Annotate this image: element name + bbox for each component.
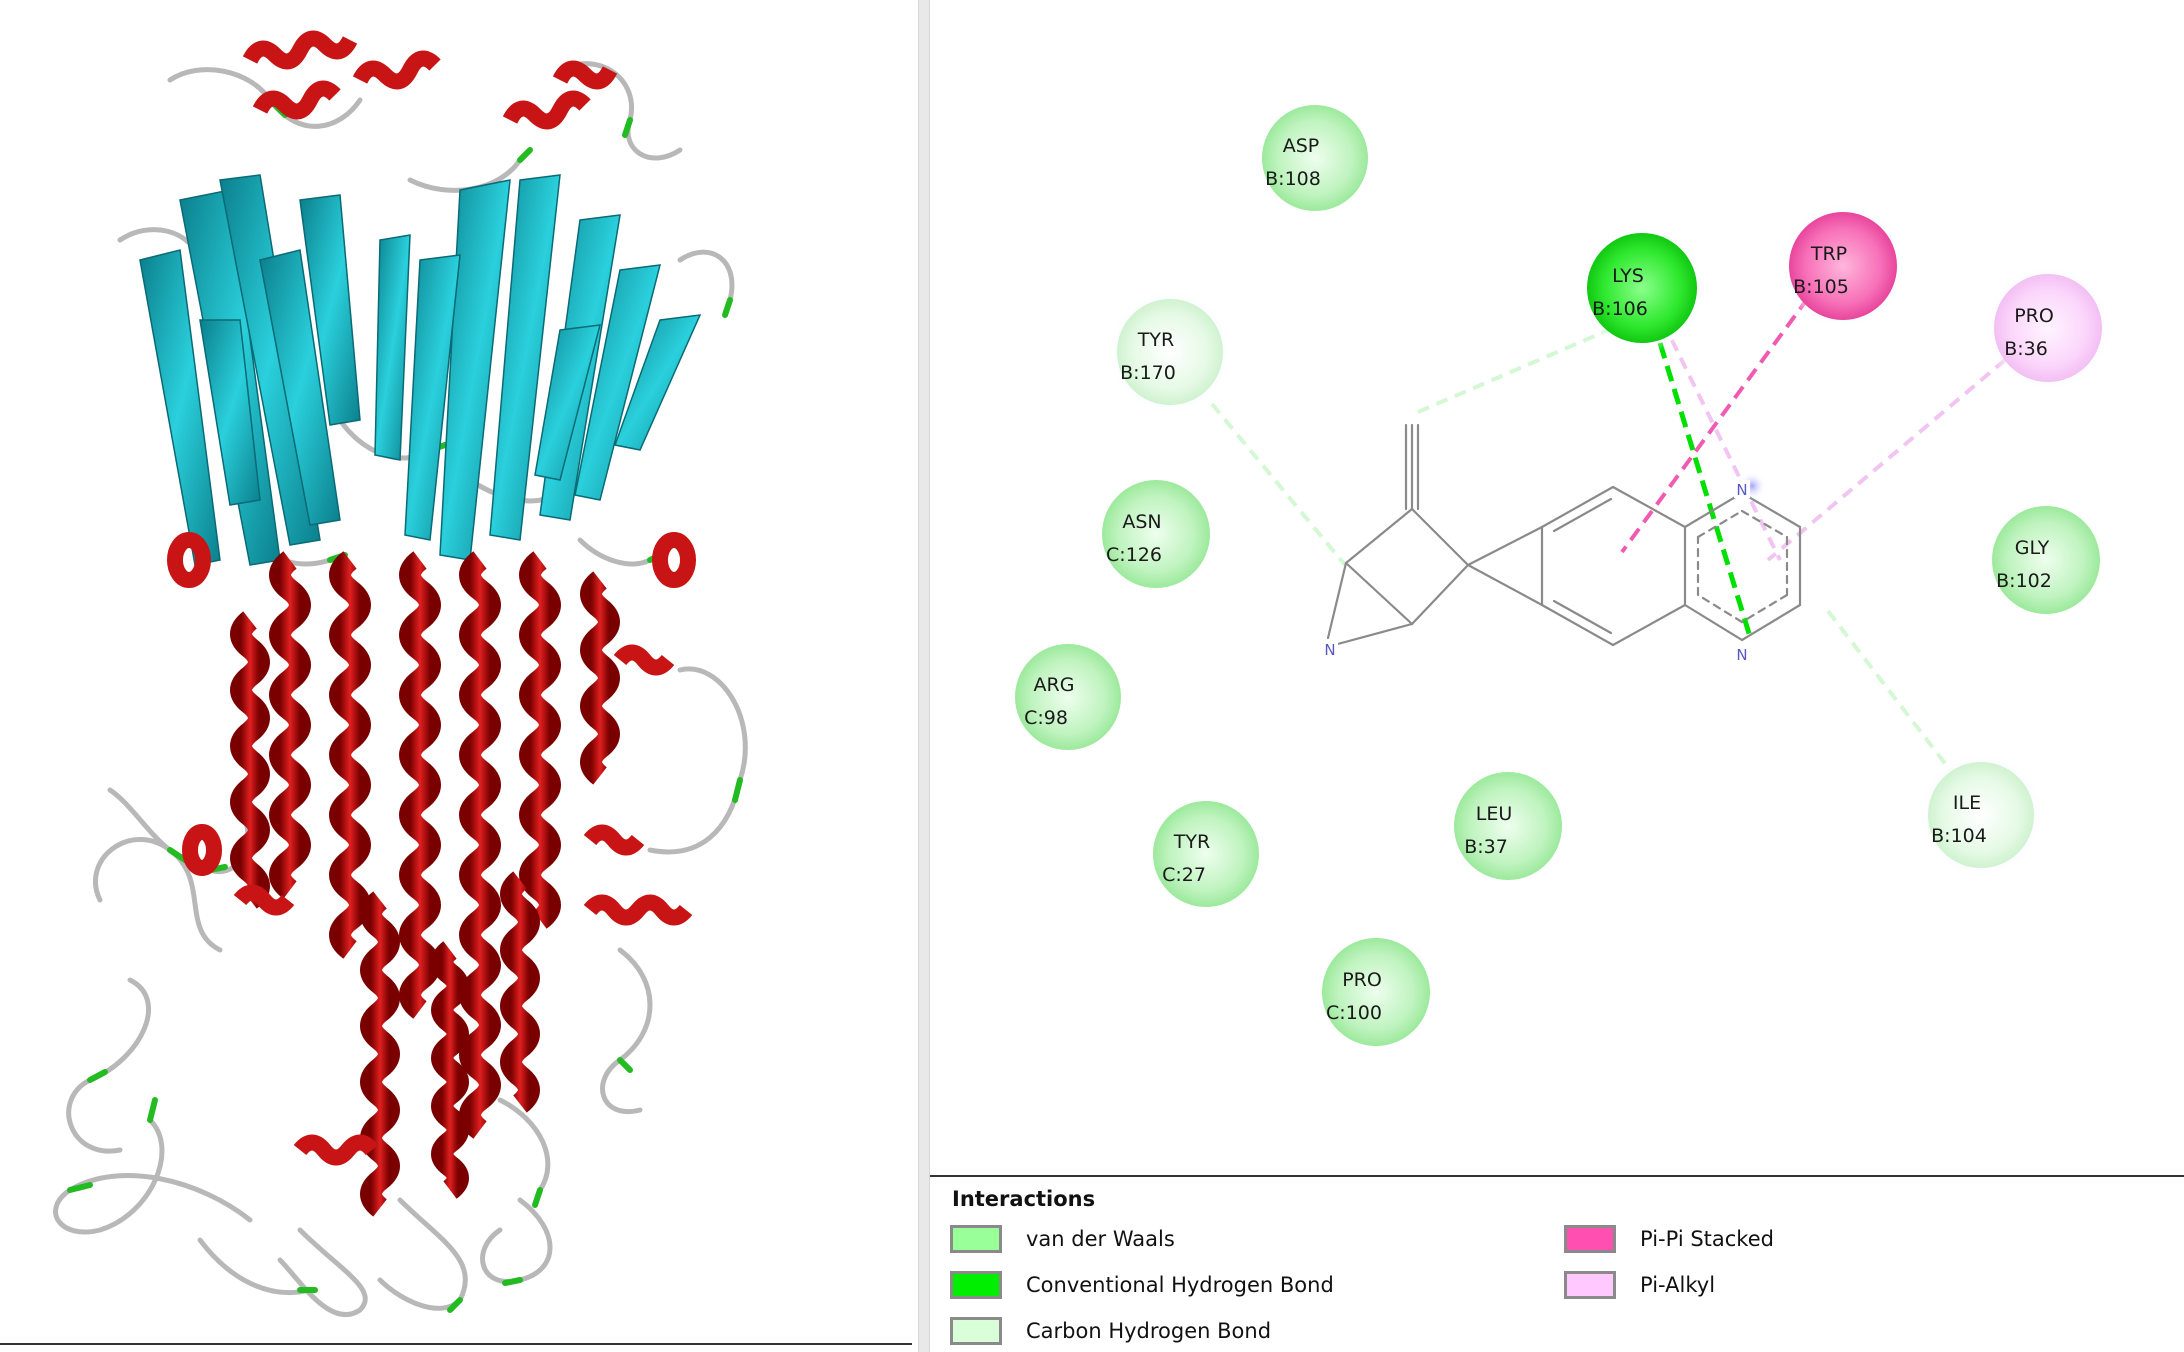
residue-asp108[interactable]: ASP B:108 [1262, 105, 1368, 211]
residue-chain: B:104 [1931, 825, 1987, 847]
beta-sheets [139, 174, 702, 566]
residue-circle [1454, 772, 1562, 880]
residue-chain: B:105 [1793, 276, 1849, 298]
residue-circle [1262, 105, 1368, 211]
residue-chain: C:126 [1106, 544, 1162, 566]
residue-circle [1994, 274, 2102, 382]
residue-leu37[interactable]: LEU B:37 [1454, 772, 1562, 880]
aziridine-n-label: N [1324, 641, 1335, 659]
residue-name: LEU [1476, 803, 1513, 825]
residue-chain: B:108 [1265, 168, 1321, 190]
short-helices [167, 30, 697, 1166]
legend-swatch-vdw [950, 1225, 1002, 1253]
residue-name: TYR [1173, 831, 1210, 853]
residue-circle [1789, 212, 1897, 320]
residue-chain: B:170 [1120, 362, 1176, 384]
legend-swatch-pipi [1564, 1225, 1616, 1253]
residue-name: TRP [1810, 243, 1847, 265]
residue-lys106[interactable]: LYS B:106 [1577, 223, 1707, 353]
residue-pro100[interactable]: PRO C:100 [1322, 938, 1430, 1046]
residue-name: LYS [1612, 265, 1644, 287]
residue-chain: C:27 [1162, 864, 1206, 886]
chbond-line-tyr170 [1210, 402, 1347, 567]
legend-label-pipi: Pi-Pi Stacked [1640, 1227, 1774, 1251]
residue-chain: B:102 [1996, 570, 2052, 592]
legend-item-vdw: van der Waals [950, 1221, 1175, 1257]
legend-swatch-pialkyl [1564, 1271, 1616, 1299]
residue-chain: C:98 [1024, 707, 1068, 729]
residue-name: PRO [2014, 305, 2054, 327]
residue-name: PRO [1342, 969, 1382, 991]
pyrazine-n-bottom-label: N [1736, 646, 1747, 664]
residue-circle [1117, 299, 1223, 405]
legend-item-pialkyl: Pi-Alkyl [1564, 1267, 1715, 1303]
residue-name: ILE [1953, 792, 1981, 814]
interactions-legend: Interactions van der Waals Conventional … [930, 1175, 2184, 1352]
residue-circle [1322, 938, 1430, 1046]
panel-bottom-border [0, 1343, 912, 1345]
legend-swatch-chbond [950, 1317, 1002, 1345]
residue-circle [1587, 233, 1697, 343]
legend-swatch-hbond [950, 1271, 1002, 1299]
pialkyl-line-pro36 [1766, 358, 2007, 562]
residue-tyr170[interactable]: TYR B:170 [1107, 289, 1233, 415]
hbond-line-lys106 [1650, 319, 1754, 641]
pialkyl-line-lys106 [1661, 321, 1782, 561]
residue-trp105[interactable]: TRP B:105 [1779, 202, 1907, 330]
ligand-structure [1326, 423, 1802, 647]
residue-bubbles: ASPB:108LYSB:106TRPB:105PROB:36TYRB:170A… [1015, 105, 2112, 1046]
residue-chain: B:37 [1464, 836, 1508, 858]
residue-gly102[interactable]: GLY B:102 [1992, 506, 2100, 614]
residue-arg98[interactable]: ARG C:98 [1015, 644, 1121, 750]
protein-ribbon-render [53, 30, 748, 1318]
residue-chain: C:100 [1326, 1002, 1382, 1024]
residue-circle [1928, 762, 2034, 868]
legend-item-hbond: Conventional Hydrogen Bond [950, 1267, 1334, 1303]
residue-circle [1015, 644, 1121, 750]
residue-name: ASP [1283, 135, 1320, 157]
legend-label-vdw: van der Waals [1026, 1227, 1175, 1251]
legend-label-chbond: Carbon Hydrogen Bond [1026, 1319, 1272, 1343]
residue-asn126[interactable]: ASN C:126 [1102, 480, 1210, 588]
residue-name: GLY [2015, 537, 2050, 559]
chbond-line-ile104 [1826, 609, 1952, 772]
residue-name: TYR [1137, 329, 1174, 351]
protein-structure-panel [0, 0, 918, 1352]
residue-circle [1992, 506, 2100, 614]
interaction-lines [1210, 296, 2007, 772]
interaction-diagram: N N N ASPB:108LYSB:106TRPB:105PROB:36TYR… [1015, 105, 2112, 1046]
panel-splitter[interactable] [918, 0, 930, 1352]
legend-item-pipi: Pi-Pi Stacked [1564, 1221, 1774, 1257]
residue-circle [1102, 480, 1210, 588]
pyrazine-n-top-label: N [1736, 481, 1747, 499]
legend-title: Interactions [952, 1187, 1096, 1211]
residue-circle [1153, 801, 1259, 907]
residue-chain: B:36 [2004, 338, 2048, 360]
residue-ile104[interactable]: ILE B:104 [1918, 752, 2044, 878]
chbond-line-lys106 [1417, 323, 1621, 414]
pipi-line-trp105 [1620, 296, 1810, 554]
residue-chain: B:106 [1592, 298, 1648, 320]
alpha-helices [230, 551, 620, 1217]
residue-tyr27[interactable]: TYR C:27 [1153, 801, 1259, 907]
legend-label-hbond: Conventional Hydrogen Bond [1026, 1273, 1334, 1297]
legend-item-chbond: Carbon Hydrogen Bond [950, 1313, 1271, 1349]
residue-pro36[interactable]: PRO B:36 [1984, 264, 2112, 392]
residue-name: ASN [1122, 511, 1161, 533]
legend-label-pialkyl: Pi-Alkyl [1640, 1273, 1716, 1297]
turn-segments [67, 97, 743, 1313]
residue-name: ARG [1034, 674, 1075, 696]
